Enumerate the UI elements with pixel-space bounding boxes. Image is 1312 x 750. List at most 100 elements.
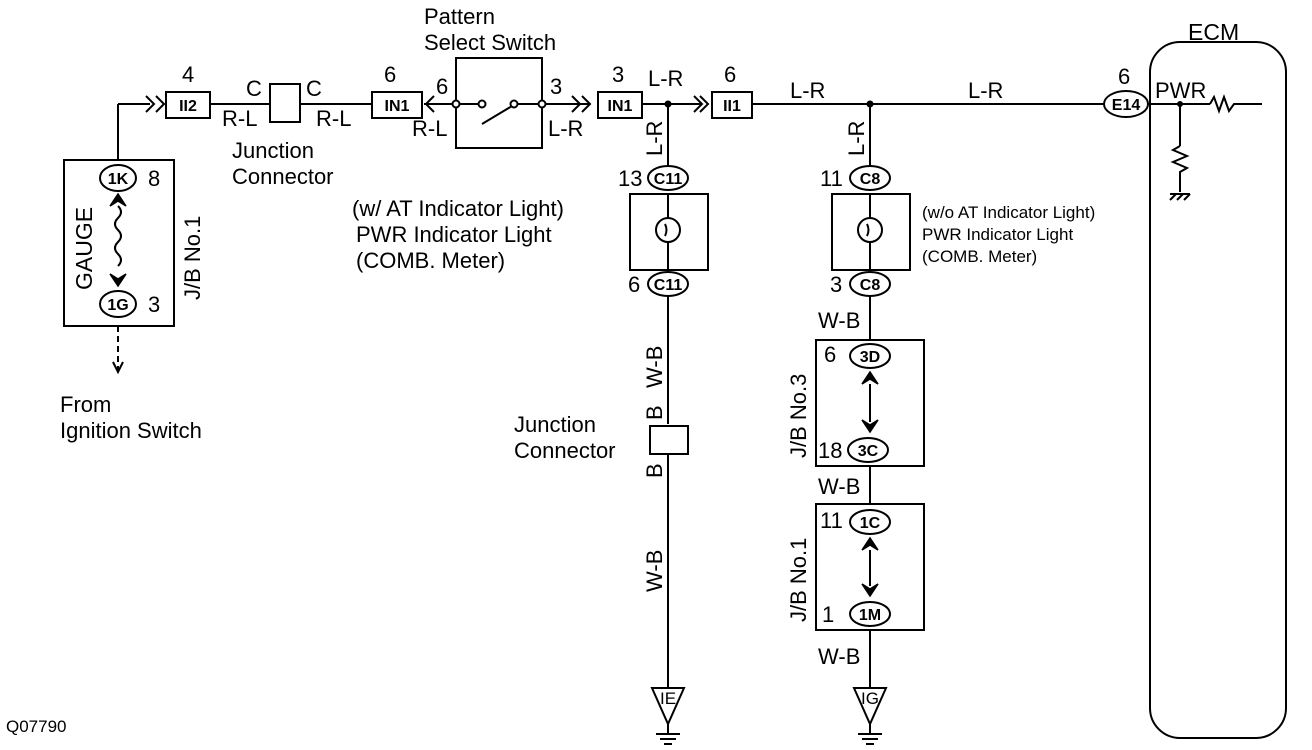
- ecm-pin: 6: [1118, 64, 1130, 89]
- ecm-ground-hatch: [1183, 193, 1191, 201]
- wire-label-rl: R-L: [316, 106, 351, 131]
- gauge-top-code: 1K: [108, 171, 129, 188]
- light-no-at-desc-3: (COMB. Meter): [922, 247, 1037, 266]
- light-no-at-bottom-code: C8: [860, 277, 881, 294]
- ground-left-symbol: [650, 687, 686, 727]
- ii2-connector[interactable]: [165, 91, 211, 119]
- jb3-top-terminal[interactable]: [849, 343, 891, 369]
- light-at-desc-3: (COMB. Meter): [356, 248, 505, 273]
- wire-label-wb-vertical: W-B: [642, 346, 667, 388]
- in1-left-pin: 6: [384, 62, 396, 87]
- jb1-right-fuse-symbol: [861, 536, 879, 598]
- wire-label-wb-vertical: W-B: [642, 550, 667, 592]
- figure-id: Q07790: [6, 717, 67, 736]
- in1-right-pin: 3: [612, 62, 624, 87]
- arrow-ii2: [145, 95, 156, 113]
- jb1-right-label: J/B No.1: [786, 538, 811, 622]
- wire-label-lr-vertical: L-R: [642, 121, 667, 156]
- ecm-terminal-label: PWR: [1155, 78, 1206, 103]
- ecm-connector-code: E14: [1112, 97, 1141, 114]
- wire-label-rl: R-L: [412, 116, 447, 141]
- ii2-code: II2: [179, 98, 197, 115]
- arrow-in1-right: [581, 95, 592, 113]
- switch-terminal: [537, 99, 547, 109]
- wire-label-rl: R-L: [222, 106, 257, 131]
- switch-title-1: Pattern: [424, 4, 495, 29]
- jb3-fuse-symbol: [861, 370, 879, 434]
- in1-right-connector[interactable]: [597, 91, 643, 119]
- wire-label-wb: W-B: [818, 644, 860, 669]
- light-at-bottom-pin: 6: [628, 272, 640, 297]
- arrow-in1-right: [571, 95, 582, 113]
- light-at-desc-1: (w/ AT Indicator Light): [352, 196, 564, 221]
- jc-top-box[interactable]: [269, 83, 301, 123]
- switch-contact-point: [477, 99, 487, 109]
- ii1-pin: 6: [724, 62, 736, 87]
- ii1-code: II1: [723, 98, 741, 115]
- light-at-top-connector[interactable]: [647, 165, 689, 191]
- jb3-top-code: 3D: [860, 349, 880, 366]
- arrow-in1-left: [424, 95, 435, 113]
- jb3-bottom-code: 3C: [858, 443, 879, 460]
- light-no-at-filament: [866, 223, 870, 237]
- ecm-resistor-vertical: [1170, 145, 1190, 192]
- jc-bottom-box[interactable]: [649, 425, 689, 455]
- ignition-label-1: From: [60, 392, 111, 417]
- switch-title-2: Select Switch: [424, 30, 556, 55]
- in1-right-code: IN1: [608, 98, 633, 115]
- gauge-jb-label: J/B No.1: [180, 216, 205, 300]
- light-at-desc-2: PWR Indicator Light: [356, 222, 552, 247]
- switch-contact-point: [509, 99, 519, 109]
- jc-top-label-1: Junction: [232, 138, 314, 163]
- jb1-right-bottom-terminal[interactable]: [849, 601, 891, 627]
- jc-bottom-label-2: Connector: [514, 438, 616, 463]
- light-at-top-pin: 13: [618, 166, 642, 191]
- jc-top-pin-right: C: [306, 76, 322, 101]
- switch-pin-right: 3: [550, 74, 562, 99]
- light-at-bottom-code: C11: [654, 277, 683, 294]
- jb1-right-bottom-code: 1M: [859, 607, 881, 624]
- gauge-fuse-wire: [114, 205, 122, 267]
- arrow-ii2: [155, 95, 166, 113]
- light-no-at-bottom-pin: 3: [830, 272, 842, 297]
- jc-bottom-pin-top: B: [642, 405, 667, 420]
- in1-left-connector[interactable]: [371, 91, 423, 119]
- switch-contact: [481, 105, 513, 125]
- ecm-resistor-horizontal: [1209, 94, 1262, 114]
- light-no-at-bulb: [857, 217, 883, 243]
- jb3-bottom-pin: 18: [818, 438, 842, 463]
- gauge-fuse-symbol: [109, 192, 127, 288]
- jb3-top-pin: 6: [824, 342, 836, 367]
- jc-bottom-pin-bottom: B: [642, 463, 667, 478]
- ii1-connector[interactable]: [711, 91, 753, 119]
- arrow-ii1: [699, 95, 710, 113]
- ignition-arrow: [112, 361, 124, 375]
- jc-bottom-label-1: Junction: [514, 412, 596, 437]
- jc-top-pin-left: C: [246, 76, 262, 101]
- wire-label-lr: L-R: [790, 78, 825, 103]
- light-no-at-top-connector[interactable]: [849, 165, 891, 191]
- ecm-ground-hatch: [1176, 193, 1184, 201]
- jb1-right-top-code: 1C: [860, 515, 881, 532]
- gauge-top-pin: 8: [148, 166, 160, 191]
- jb3-bottom-terminal[interactable]: [847, 437, 889, 463]
- light-no-at-desc-2: PWR Indicator Light: [922, 225, 1073, 244]
- wire-label-lr: L-R: [648, 66, 683, 91]
- switch-terminal: [451, 99, 461, 109]
- arrow-ii1: [693, 95, 704, 113]
- light-at-top-code: C11: [654, 171, 683, 188]
- light-at-bulb: [655, 217, 681, 243]
- gauge-top-terminal[interactable]: [99, 164, 137, 192]
- wire-label-lr: L-R: [968, 78, 1003, 103]
- gauge-bottom-terminal[interactable]: [99, 290, 137, 318]
- switch-pin-left: 6: [436, 74, 448, 99]
- jb1-right-top-terminal[interactable]: [849, 509, 891, 535]
- wire-label-lr: L-R: [548, 116, 583, 141]
- jc-top-label-2: Connector: [232, 164, 334, 189]
- ecm-title: ECM: [1188, 19, 1239, 45]
- ecm-box: [1149, 41, 1287, 739]
- wire-label-wb: W-B: [818, 308, 860, 333]
- light-no-at-top-pin: 11: [820, 166, 843, 191]
- gauge-title: GAUGE: [71, 207, 97, 290]
